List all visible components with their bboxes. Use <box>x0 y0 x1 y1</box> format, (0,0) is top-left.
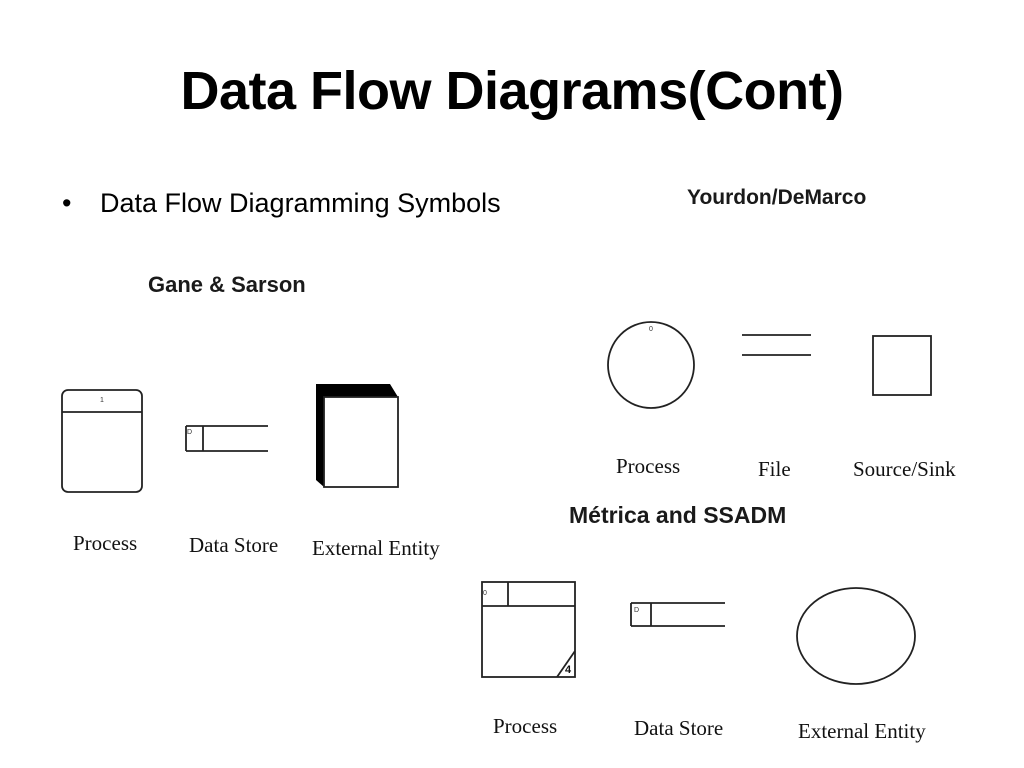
metrica-external-entity-symbol <box>796 587 916 685</box>
gane-sarson-external-entity-symbol <box>316 384 399 488</box>
metrica-data-store-label: Data Store <box>634 716 724 740</box>
bullet-item: • Data Flow Diagramming Symbols <box>62 188 501 219</box>
gane-sarson-external-entity-label: External Entity <box>312 536 440 560</box>
gane-sarson-data-store-symbol: D <box>185 425 268 452</box>
metrica-ssadm-heading: Métrica and SSADM <box>569 502 787 528</box>
svg-text:0: 0 <box>649 326 653 333</box>
svg-text:D: D <box>187 429 192 436</box>
yourdon-process-label: Process <box>616 454 681 478</box>
svg-text:D: D <box>634 607 639 614</box>
metrica-process-label: Process <box>493 714 558 738</box>
yourdon-file-symbol <box>742 334 811 356</box>
metrica-process-corner-number: 4 <box>565 664 572 676</box>
metrica-external-entity-label: External Entity <box>798 719 926 743</box>
bullet-marker: • <box>62 188 72 218</box>
yourdon-source-sink-symbol <box>872 335 932 396</box>
yourdon-source-sink-label: Source/Sink <box>853 457 956 481</box>
metrica-process-symbol: 0 4 <box>481 581 576 678</box>
svg-text:1: 1 <box>100 397 104 404</box>
gane-sarson-process-symbol: 1 <box>61 389 143 493</box>
bullet-text: Data Flow Diagramming Symbols <box>100 188 501 218</box>
yourdon-file-label: File <box>758 457 791 481</box>
yourdon-process-symbol: 0 <box>607 321 695 409</box>
gane-sarson-process-label: Process <box>73 531 138 555</box>
slide-title: Data Flow Diagrams(Cont) <box>180 61 844 121</box>
gane-sarson-heading: Gane & Sarson <box>148 272 306 297</box>
yourdon-demarco-heading: Yourdon/DeMarco <box>687 186 867 209</box>
svg-text:0: 0 <box>483 590 487 597</box>
metrica-data-store-symbol: D <box>630 602 725 627</box>
gane-sarson-data-store-label: Data Store <box>189 533 279 557</box>
